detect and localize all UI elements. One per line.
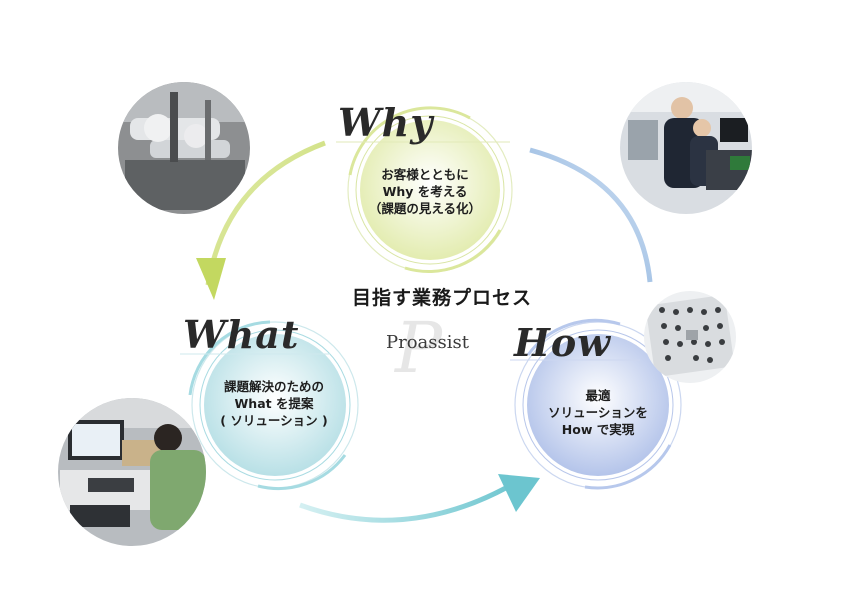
how-line-3: How で実現 xyxy=(561,422,635,437)
arrow-head-green xyxy=(196,258,226,300)
machinery-photo xyxy=(118,82,250,214)
circuit-board-photo xyxy=(644,291,736,383)
how-heading: How xyxy=(514,320,611,365)
workstation-photo xyxy=(58,398,206,546)
how-line-1: 最適 xyxy=(585,388,611,403)
why-description: お客様とともに Why を考える （課題の見える化） xyxy=(360,166,490,217)
what-line-3: ( ソリューション ) xyxy=(220,413,328,428)
how-description: 最適 ソリューションを How で実現 xyxy=(533,387,663,438)
proassist-watermark-icon: P xyxy=(393,307,444,389)
why-line-2: Why を考える xyxy=(382,184,468,199)
what-description: 課題解決のための What を提案 ( ソリューション ) xyxy=(199,378,349,429)
arrow-what-to-how xyxy=(299,477,522,523)
why-heading: Why xyxy=(338,100,434,145)
how-circle xyxy=(514,318,682,490)
what-circle xyxy=(188,320,359,491)
diagram-title: 目指す業務プロセス xyxy=(351,287,532,309)
meeting-photo xyxy=(620,82,752,214)
arrow-head-teal xyxy=(498,474,540,512)
how-line-2: ソリューションを xyxy=(548,405,648,420)
arrow-how-to-why xyxy=(529,147,653,283)
what-line-2: What を提案 xyxy=(234,396,314,411)
why-line-3: （課題の見える化） xyxy=(368,201,482,216)
brand-name: Proassist xyxy=(386,332,469,353)
why-line-1: お客様とともに xyxy=(381,167,469,182)
why-circle xyxy=(347,106,513,273)
what-line-1: 課題解決のための xyxy=(223,379,324,394)
what-heading: What xyxy=(183,312,300,357)
